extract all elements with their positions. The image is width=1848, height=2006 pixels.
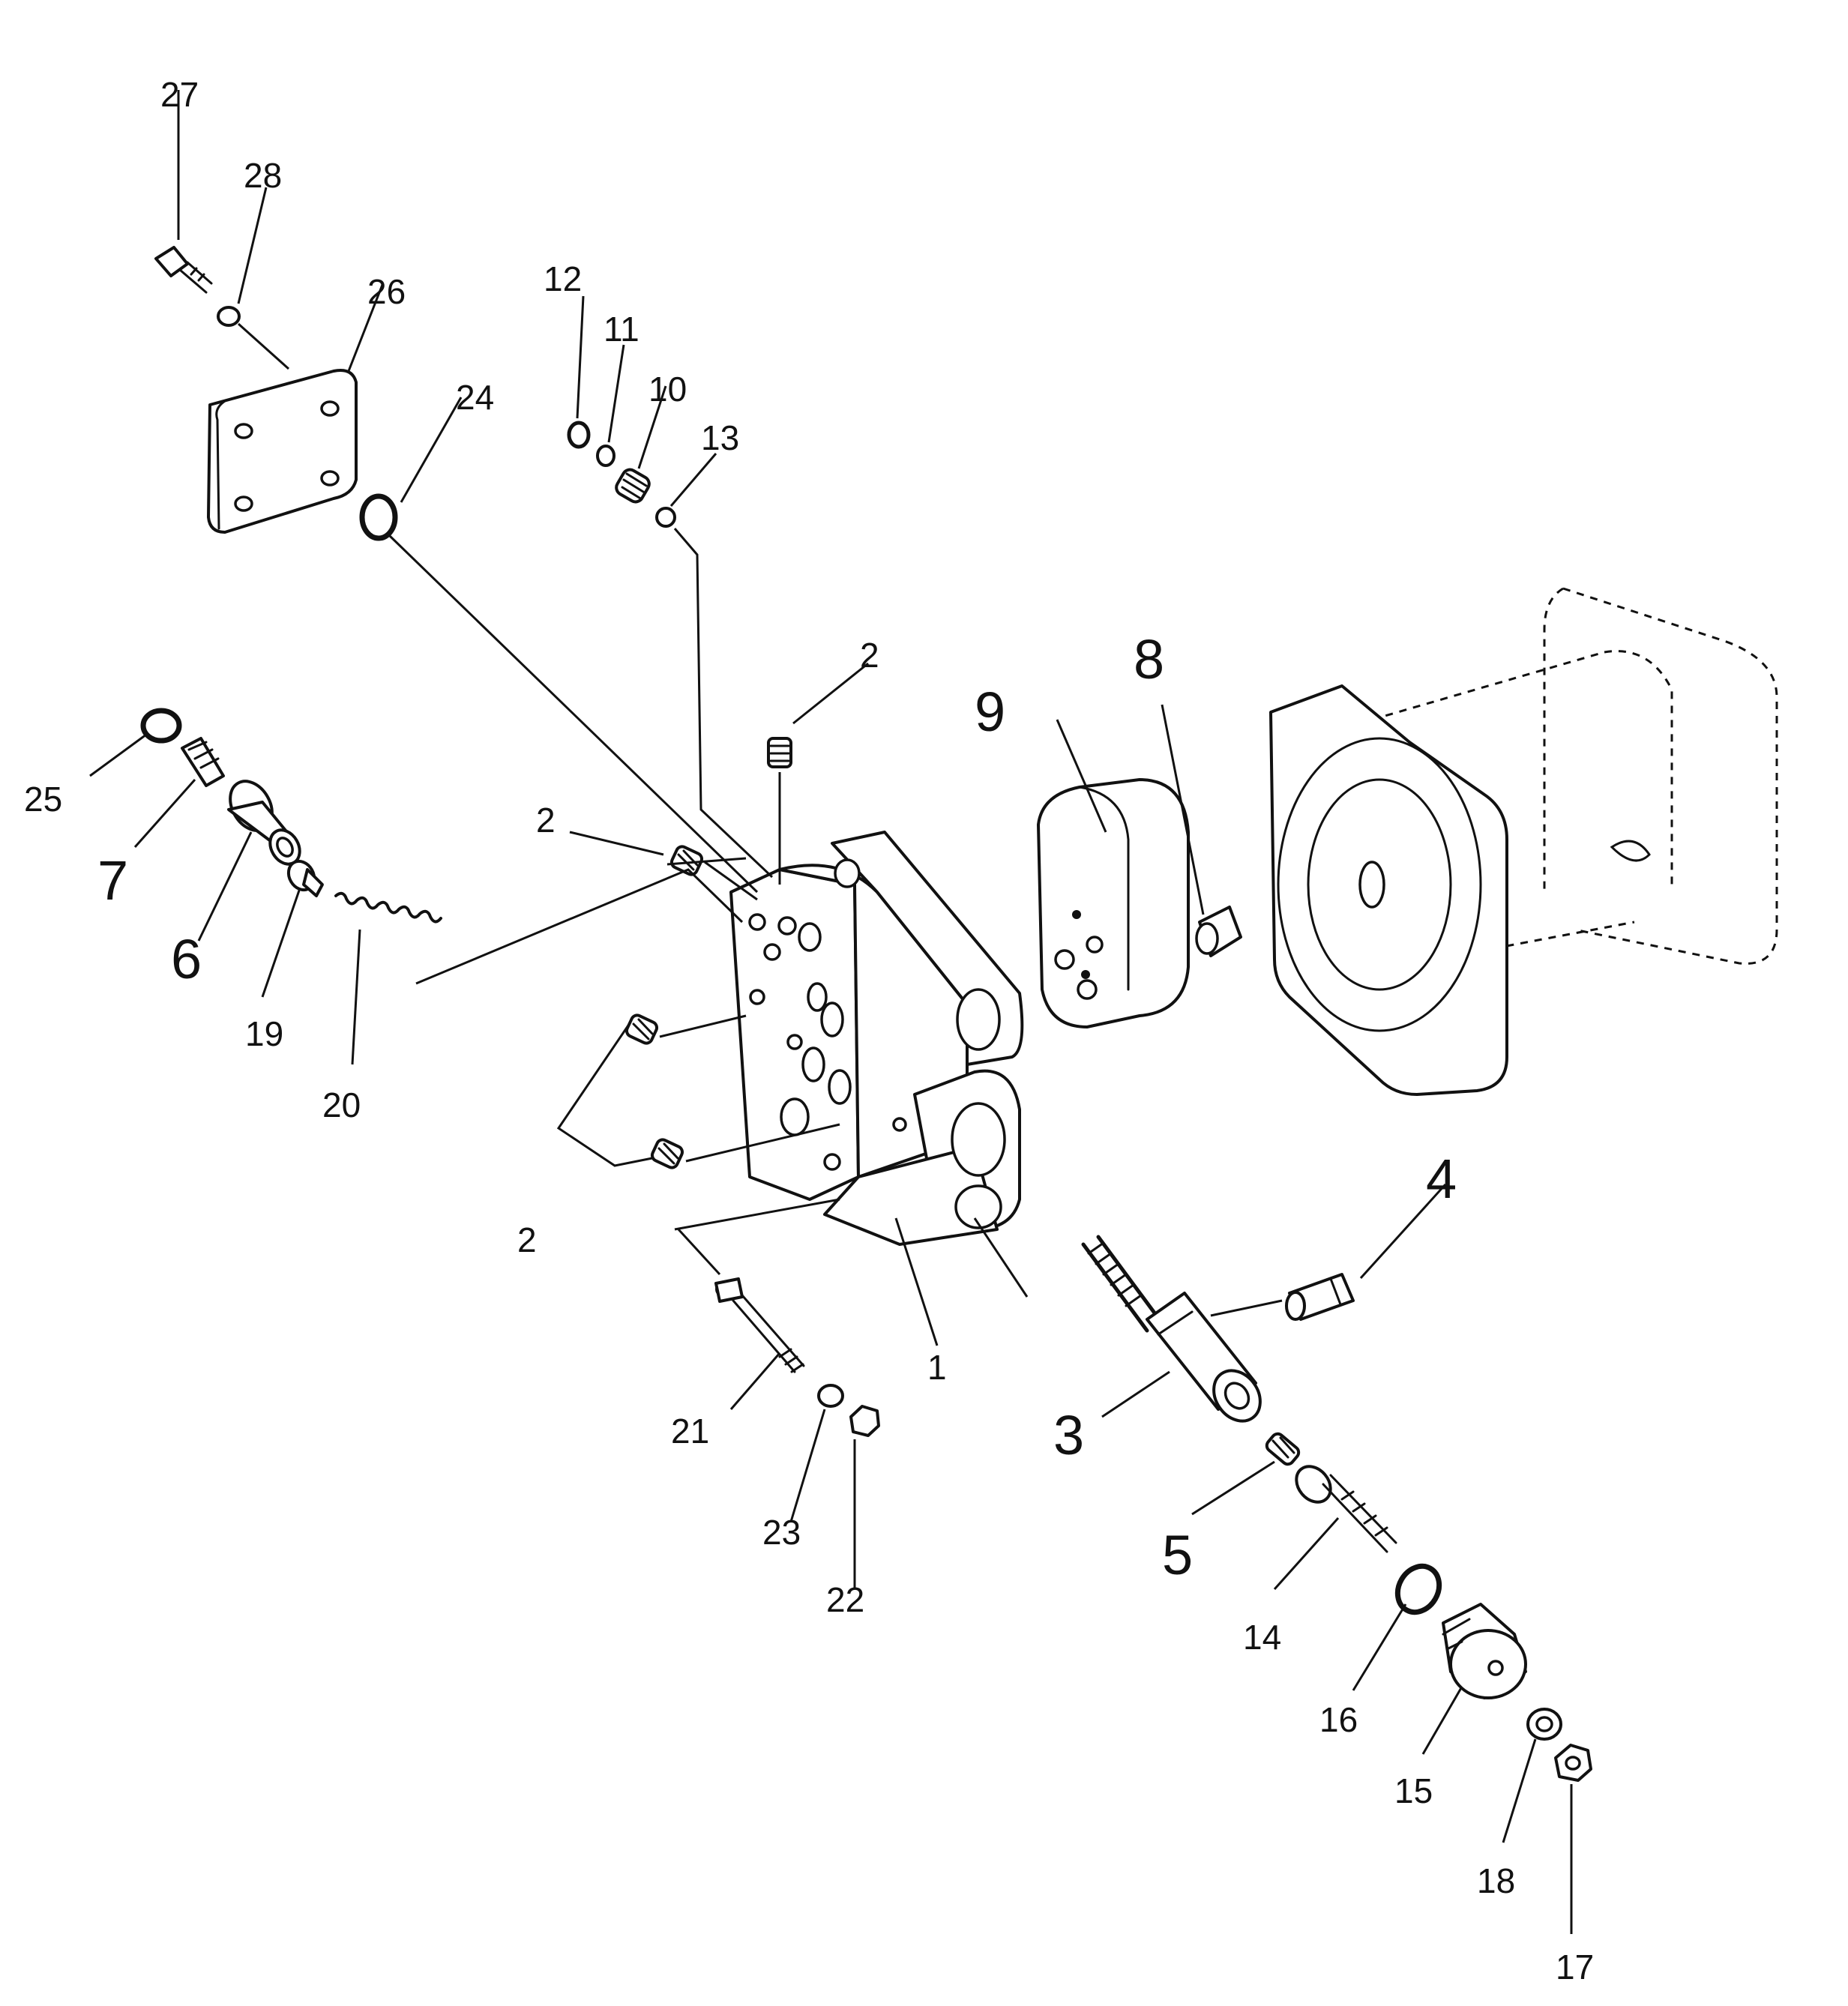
- label-20: 20: [322, 1085, 361, 1124]
- label-13: 13: [701, 418, 739, 457]
- label-15: 15: [1394, 1771, 1433, 1810]
- part-16-o-ring: [1394, 1563, 1442, 1615]
- part-18-washer-hole: [1535, 1716, 1553, 1732]
- part-14-screw: [1295, 1465, 1397, 1553]
- label-19: 19: [245, 1014, 283, 1053]
- part-labels: 27 28 26 24 12 11 10 13 2 2 2 25 7 6 19 …: [24, 75, 1594, 1987]
- leader-lines: [89, 90, 1573, 1934]
- label-10: 10: [648, 370, 687, 409]
- label-18: 18: [1477, 1861, 1515, 1900]
- part-3-spool: [1081, 1235, 1262, 1423]
- part-8-bushing: [1195, 906, 1242, 957]
- label-1: 1: [927, 1348, 947, 1387]
- part-24-o-ring: [359, 493, 398, 541]
- part-17-nut-hole: [1565, 1756, 1581, 1771]
- label-9: 9: [975, 681, 1005, 743]
- label-22: 22: [826, 1580, 864, 1619]
- label-25: 25: [24, 780, 62, 819]
- part-11-ring: [596, 445, 616, 467]
- label-12: 12: [544, 259, 582, 298]
- label-14: 14: [1243, 1618, 1281, 1657]
- motor-housing: [1269, 587, 1778, 1096]
- label-2-mid: 2: [536, 801, 556, 840]
- part-20-spring: [334, 891, 442, 924]
- label-7: 7: [97, 849, 128, 912]
- part-4-pin: [1285, 1273, 1355, 1321]
- part-2-plug-mid: [669, 845, 704, 876]
- part-27-bolt: [154, 246, 213, 294]
- label-24: 24: [456, 378, 494, 417]
- label-21: 21: [671, 1412, 709, 1451]
- part-9-drum: [1037, 778, 1190, 1028]
- label-4: 4: [1426, 1148, 1457, 1210]
- part-13-ball: [655, 507, 676, 528]
- label-28: 28: [244, 156, 282, 195]
- part-15-plug: [1442, 1603, 1527, 1699]
- label-2-top: 2: [860, 636, 879, 675]
- part-28-washer: [217, 306, 241, 327]
- label-16: 16: [1319, 1700, 1358, 1739]
- part-25-o-ring: [140, 708, 182, 744]
- part-2-plug-lower-a: [624, 1013, 659, 1045]
- label-17: 17: [1556, 1948, 1594, 1987]
- label-27: 27: [160, 75, 199, 114]
- part-19-poppet: [286, 859, 324, 897]
- label-8: 8: [1134, 628, 1164, 690]
- label-6: 6: [171, 928, 202, 990]
- label-2-lower: 2: [517, 1220, 537, 1259]
- part-21-bolt: [714, 1277, 805, 1373]
- part-22-nut: [849, 1405, 880, 1437]
- part-7-screw: [181, 737, 225, 787]
- part-2-plug-lower-b: [650, 1138, 684, 1169]
- part-26-cover-plate: [207, 369, 358, 534]
- part-12-ring: [567, 421, 591, 449]
- part-5-spring: [1265, 1432, 1301, 1466]
- label-5: 5: [1162, 1524, 1193, 1586]
- part-6-plug: [227, 780, 301, 866]
- part-10-spring: [615, 468, 651, 504]
- label-3: 3: [1053, 1404, 1084, 1466]
- part-23-washer: [817, 1384, 844, 1408]
- part-2-plug-top: [767, 737, 792, 768]
- label-26: 26: [367, 272, 406, 311]
- label-23: 23: [762, 1513, 801, 1552]
- label-11: 11: [604, 310, 639, 349]
- part-1-valve-block: [729, 831, 1024, 1246]
